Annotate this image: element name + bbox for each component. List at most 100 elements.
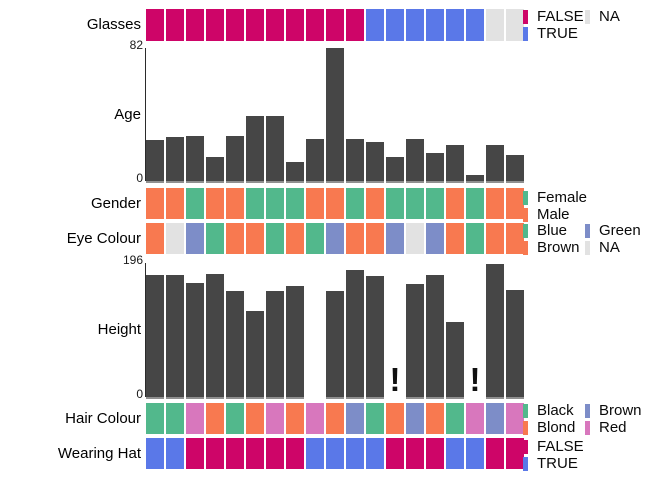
height-bar-baseline <box>486 397 504 399</box>
legend-label-black: Black <box>537 402 574 419</box>
height-bar-baseline <box>246 397 264 399</box>
eye_colour-tile <box>426 223 444 254</box>
age-bar-baseline <box>326 181 344 183</box>
glasses-tile <box>326 9 344 41</box>
age-bar-baseline <box>206 181 224 183</box>
age-bar-baseline <box>306 181 324 183</box>
legend-swatch-true <box>523 26 528 41</box>
glasses-tile <box>206 9 224 41</box>
height-bar <box>286 286 304 397</box>
legend-label-green: Green <box>599 222 641 239</box>
height-bar-baseline <box>406 397 424 399</box>
legend-swatch-brown <box>523 240 528 255</box>
legend-swatch-na <box>585 240 590 255</box>
age-bar <box>486 145 504 181</box>
glasses-tile <box>306 9 324 41</box>
height-bar <box>346 270 364 397</box>
legend-label-false: FALSE <box>537 8 584 25</box>
height-bar-baseline <box>266 397 284 399</box>
eye_colour-tile <box>286 223 304 254</box>
gender-tile <box>446 188 464 219</box>
eye_colour-tile <box>346 223 364 254</box>
height-bar-baseline <box>146 397 164 399</box>
glasses-tile <box>226 9 244 41</box>
age-bar-baseline <box>166 181 184 183</box>
glasses-tile <box>446 9 464 41</box>
age-bar <box>326 48 344 181</box>
legend-label-true: TRUE <box>537 454 578 472</box>
height-bar <box>166 275 184 397</box>
height-bar <box>246 311 264 397</box>
row-label-hair-colour: Hair Colour <box>65 410 141 427</box>
hair_colour-tile <box>286 403 304 434</box>
eye_colour-tile <box>146 223 164 254</box>
age-bar-baseline <box>426 181 444 183</box>
eye_colour-tile <box>206 223 224 254</box>
hair_colour-tile <box>406 403 424 434</box>
glasses-tile <box>506 9 524 41</box>
height-bar <box>486 264 504 397</box>
hair_colour-tile <box>146 403 164 434</box>
gender-tile <box>206 188 224 219</box>
gender-tile <box>366 188 384 219</box>
wearing_hat-tile <box>346 438 364 469</box>
gender-tile <box>406 188 424 219</box>
age-bar <box>226 136 244 181</box>
hair_colour-tile <box>466 403 484 434</box>
height-axis-zero-tick: 0 <box>136 387 143 401</box>
age-bar <box>406 139 424 181</box>
wearing_hat-tile <box>466 438 484 469</box>
age-bar <box>346 139 364 181</box>
legend-label-false: FALSE <box>537 438 584 455</box>
gender-tile <box>226 188 244 219</box>
eye_colour-tile <box>466 223 484 254</box>
hair_colour-tile <box>346 403 364 434</box>
height-bar <box>506 290 524 397</box>
gender-tile <box>286 188 304 219</box>
age-bar <box>426 153 444 181</box>
gender-tile <box>386 188 404 219</box>
glasses-tile <box>246 9 264 41</box>
eye_colour-tile <box>446 223 464 254</box>
glasses-tile <box>426 9 444 41</box>
gender-tile <box>506 188 524 219</box>
height-bar-baseline <box>186 397 204 399</box>
hair_colour-tile <box>506 403 524 434</box>
height-bar <box>266 291 284 397</box>
glasses-tile <box>186 9 204 41</box>
legend-swatch-false <box>523 440 528 454</box>
row-label-age: Age <box>114 106 141 123</box>
row-label-wearing-hat: Wearing Hat <box>57 445 141 462</box>
gender-tile <box>486 188 504 219</box>
glasses-tile <box>466 9 484 41</box>
wearing_hat-tile <box>386 438 404 469</box>
row-label-height: Height <box>97 321 141 338</box>
legend-label-female: Female <box>537 189 588 206</box>
age-bar-baseline <box>506 181 524 183</box>
height-bar-baseline <box>506 397 524 399</box>
legend-swatch-green <box>585 224 590 238</box>
height-axis-line <box>145 263 146 397</box>
age-bar-baseline <box>286 181 304 183</box>
age-bar <box>506 155 524 181</box>
height-axis-max-tick: 196 <box>122 253 143 267</box>
height-bar <box>366 276 384 397</box>
age-bar-baseline <box>406 181 424 183</box>
gender-tile <box>346 188 364 219</box>
age-axis-zero-tick: 0 <box>136 171 143 185</box>
wearing_hat-tile <box>366 438 384 469</box>
age-bar <box>366 142 384 181</box>
legend-label-blond: Blond <box>537 418 576 436</box>
height-bar <box>186 283 204 397</box>
hair_colour-tile <box>206 403 224 434</box>
legend-swatch-blue <box>523 224 528 238</box>
age-bar-baseline <box>186 181 204 183</box>
wearing_hat-tile <box>246 438 264 469</box>
height-bar-baseline <box>286 397 304 399</box>
gender-tile <box>426 188 444 219</box>
age-bar <box>206 157 224 181</box>
hair_colour-tile <box>366 403 384 434</box>
gender-tile <box>266 188 284 219</box>
legend-label-brown: Brown <box>599 402 642 419</box>
